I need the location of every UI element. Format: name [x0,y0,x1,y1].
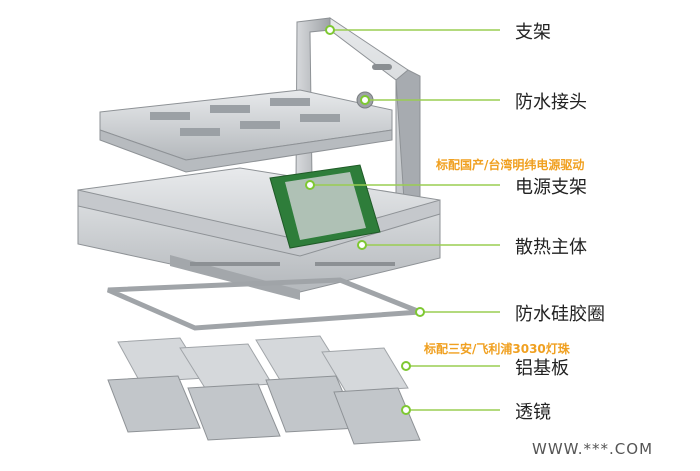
watermark: WWW.***.COM [532,440,654,458]
aluminum-substrate-part [117,335,409,393]
leader-lines [310,29,500,411]
lens-part [107,375,421,445]
label-waterproof-connector: 防水接头 [515,92,587,113]
power-bracket-part [99,89,393,173]
label-power-bracket: 电源支架 [515,177,587,198]
label-heatsink-body: 散热主体 [515,237,587,258]
label-aluminum-substrate: 铝基板 [515,358,569,379]
label-lens: 透镜 [515,402,551,423]
label-silicone-ring: 防水硅胶圈 [515,304,605,325]
heatsink-body-part [77,164,441,300]
note-leds: 标配三安/飞利浦3030灯珠 [424,342,570,356]
leader-dots [305,25,425,415]
label-bracket: 支架 [515,22,551,43]
note-driver: 标配国产/台湾明纬电源驱动 [436,158,585,172]
